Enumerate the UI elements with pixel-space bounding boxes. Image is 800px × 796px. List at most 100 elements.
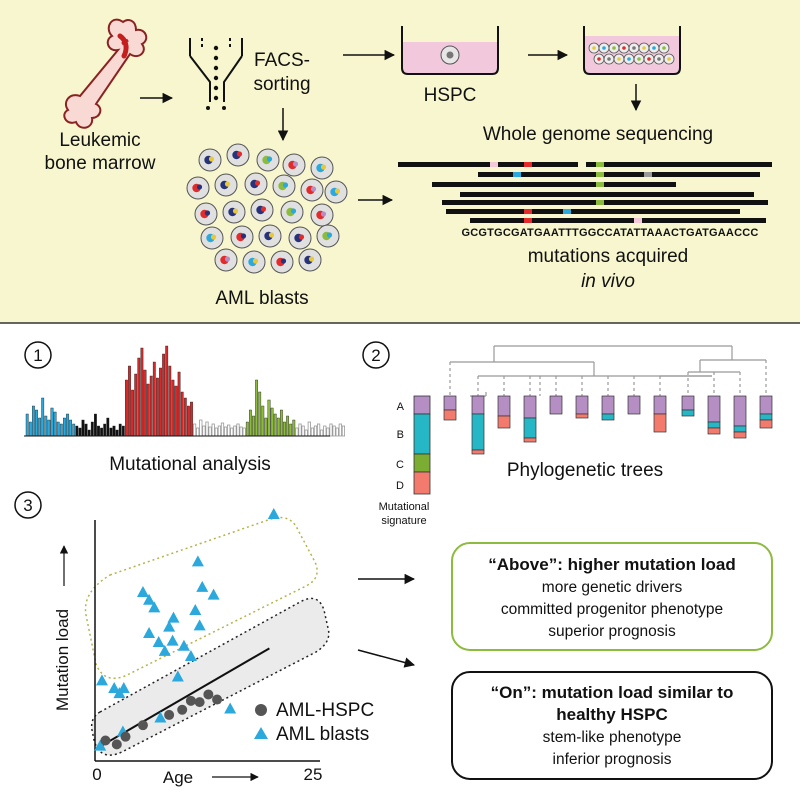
spectrum-bar: [134, 373, 138, 437]
point-aml-hspc: [203, 689, 214, 700]
on-line-1: stem-like phenotype: [543, 729, 682, 746]
spectrum-bar: [165, 345, 169, 437]
spectrum-bar: [140, 347, 144, 437]
spectrum-bar: [87, 429, 91, 437]
signature-letter-c: C: [396, 459, 404, 471]
colony-cell: [658, 42, 670, 54]
hspc-label: HSPC: [424, 85, 477, 106]
spectrum-bar: [103, 423, 107, 437]
spectrum-bar: [47, 419, 51, 437]
wgs-label: Whole genome sequencing: [483, 124, 713, 145]
y-axis-label: Mutation load: [53, 609, 72, 711]
point-aml-hspc: [194, 697, 205, 708]
spectrum-bar: [252, 415, 255, 437]
blast-cell: [200, 226, 224, 250]
blast-cell: [324, 180, 348, 204]
spectrum-bar: [93, 413, 97, 437]
spectrum-bar: [248, 409, 252, 437]
colony-cell: [643, 53, 655, 65]
spectrum-bar: [211, 423, 215, 437]
spectrum-bar: [298, 423, 302, 437]
aml-blasts-icon: [186, 143, 348, 274]
signature-letter-b: B: [397, 429, 404, 441]
spectrum-bar: [174, 385, 178, 437]
blast-cell: [214, 173, 238, 197]
signature-label-1: Mutational: [379, 501, 430, 513]
sample-bar: [759, 395, 773, 429]
spectrum-bar: [301, 425, 305, 437]
mutational-spectrum: [25, 345, 346, 437]
blast-cell: [310, 203, 334, 227]
legend-hspc-label: AML-HSPC: [276, 700, 374, 721]
step-1-badge: 1: [24, 341, 52, 369]
spectrum-bar: [192, 423, 197, 437]
point-aml-hspc: [120, 731, 131, 742]
colony-cell: [628, 42, 640, 54]
blast-cell: [222, 200, 246, 224]
point-aml-blast: [196, 580, 209, 592]
spectrum-bar: [292, 419, 296, 437]
point-aml-blast: [166, 634, 179, 646]
spectrum-bar: [183, 397, 187, 437]
reference-sequence: GCGTGCGATGAATTTGGCCATATTAAACTGATGAACCC: [461, 227, 758, 239]
svg-text:3: 3: [23, 496, 32, 515]
spectrum-bar: [75, 425, 79, 437]
blast-cell: [186, 176, 210, 200]
above-title: “Above”: higher mutation load: [488, 555, 735, 574]
step-3-badge: 3: [14, 491, 42, 519]
point-aml-blast: [224, 702, 237, 714]
point-aml-blast: [143, 627, 156, 638]
spectrum-bar: [205, 421, 209, 437]
x-axis-label: Age: [163, 768, 193, 787]
spectrum-bar: [177, 371, 181, 437]
on-region: [90, 597, 330, 756]
point-aml-blast: [154, 711, 167, 723]
spectrum-bar: [115, 429, 119, 437]
spectrum-bar: [267, 399, 271, 437]
sequencing-reads: [398, 162, 772, 223]
point-aml-blast: [177, 639, 190, 651]
point-aml-hspc: [164, 709, 175, 720]
spectrum-bar: [143, 369, 147, 437]
sample-bar: [733, 395, 747, 439]
on-line-2: inferior prognosis: [553, 751, 672, 768]
blast-cell: [198, 148, 222, 172]
blast-cell: [256, 148, 280, 172]
signature-letter-a: A: [397, 401, 405, 413]
colony-cell: [608, 42, 620, 54]
point-aml-blast: [158, 644, 171, 656]
bone-label-2: bone marrow: [45, 153, 156, 174]
above-line-2: committed progenitor phenotype: [501, 601, 723, 618]
sample-bar: [575, 395, 589, 419]
blast-cell: [194, 202, 218, 226]
spectrum-bar: [25, 413, 29, 437]
bone-label-1: Leukemic: [59, 130, 140, 151]
spectrum-bar: [131, 389, 134, 437]
point-aml-blast: [94, 739, 107, 751]
spectrum-bar: [155, 377, 159, 437]
x-tick-25: 25: [304, 765, 323, 784]
colony-well-icon: [583, 26, 681, 75]
spectrum-bar: [289, 423, 293, 437]
sample-bar: [471, 395, 485, 455]
spectrum-bar: [128, 365, 131, 437]
spectrum-bar: [53, 411, 57, 437]
spectrum-bar: [283, 421, 286, 437]
point-aml-blast: [167, 611, 180, 623]
scatter-axes: [94, 520, 320, 762]
sample-bar: [601, 395, 615, 421]
spectrum-bar: [100, 427, 104, 437]
spectrum-bar: [66, 413, 69, 437]
spectrum-bar: [286, 415, 289, 437]
blast-cell: [214, 248, 238, 272]
sample-bar: [627, 395, 641, 415]
spectrum-bar: [162, 353, 165, 437]
colony-cell: [623, 53, 635, 65]
mutational-analysis-label: Mutational analysis: [109, 454, 271, 475]
spectrum-bar: [227, 424, 231, 437]
spectrum-bar: [242, 427, 246, 437]
sample-bar: [653, 395, 667, 433]
spectrum-bar: [338, 423, 342, 437]
hspc-well-icon: [401, 26, 499, 75]
spectrum-bar: [230, 427, 234, 437]
